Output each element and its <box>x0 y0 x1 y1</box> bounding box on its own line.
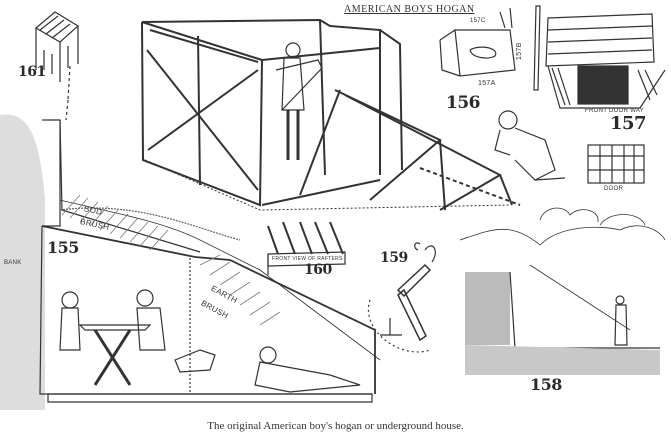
forked-stick-drawing <box>367 242 436 353</box>
door-box-drawing <box>439 7 516 77</box>
kneeling-boy-figure <box>494 110 566 181</box>
figure-number-157c: 157C <box>470 18 486 24</box>
figure-number-158: 158 <box>530 375 562 394</box>
hillside-dugout-drawing <box>459 207 666 375</box>
door-drawing <box>587 144 645 184</box>
door-post-drawing <box>533 5 541 91</box>
figure-number-155: 155 <box>47 238 79 257</box>
door-label: DOOR <box>604 186 624 192</box>
hogan-frame-drawing <box>141 18 521 211</box>
figure-number-157: 157 <box>610 113 647 134</box>
bank-label: BANK <box>4 260 22 266</box>
figure-number-156: 156 <box>446 93 481 113</box>
figure-number-157a: 157A <box>478 80 496 87</box>
rafters-drawing <box>267 221 346 275</box>
plate-caption: The original American boy's hogan or und… <box>207 420 464 432</box>
figure-number-160: 160 <box>304 262 332 278</box>
rafters-label: FRONT VIEW OF RAFTERS <box>272 256 343 262</box>
underground-section-drawing <box>0 114 381 410</box>
plate-header-label: AMERICAN BOYS HOGAN <box>344 4 475 15</box>
standing-boy-figure <box>275 42 323 160</box>
figure-number-157b: 157B <box>516 42 523 60</box>
chimney-drawing <box>34 11 80 121</box>
front-doorway-drawing <box>545 13 666 109</box>
front-doorway-label: FRONT DOOR WAY <box>585 108 645 114</box>
figure-number-161: 161 <box>18 64 46 80</box>
figure-number-159: 159 <box>380 250 408 266</box>
